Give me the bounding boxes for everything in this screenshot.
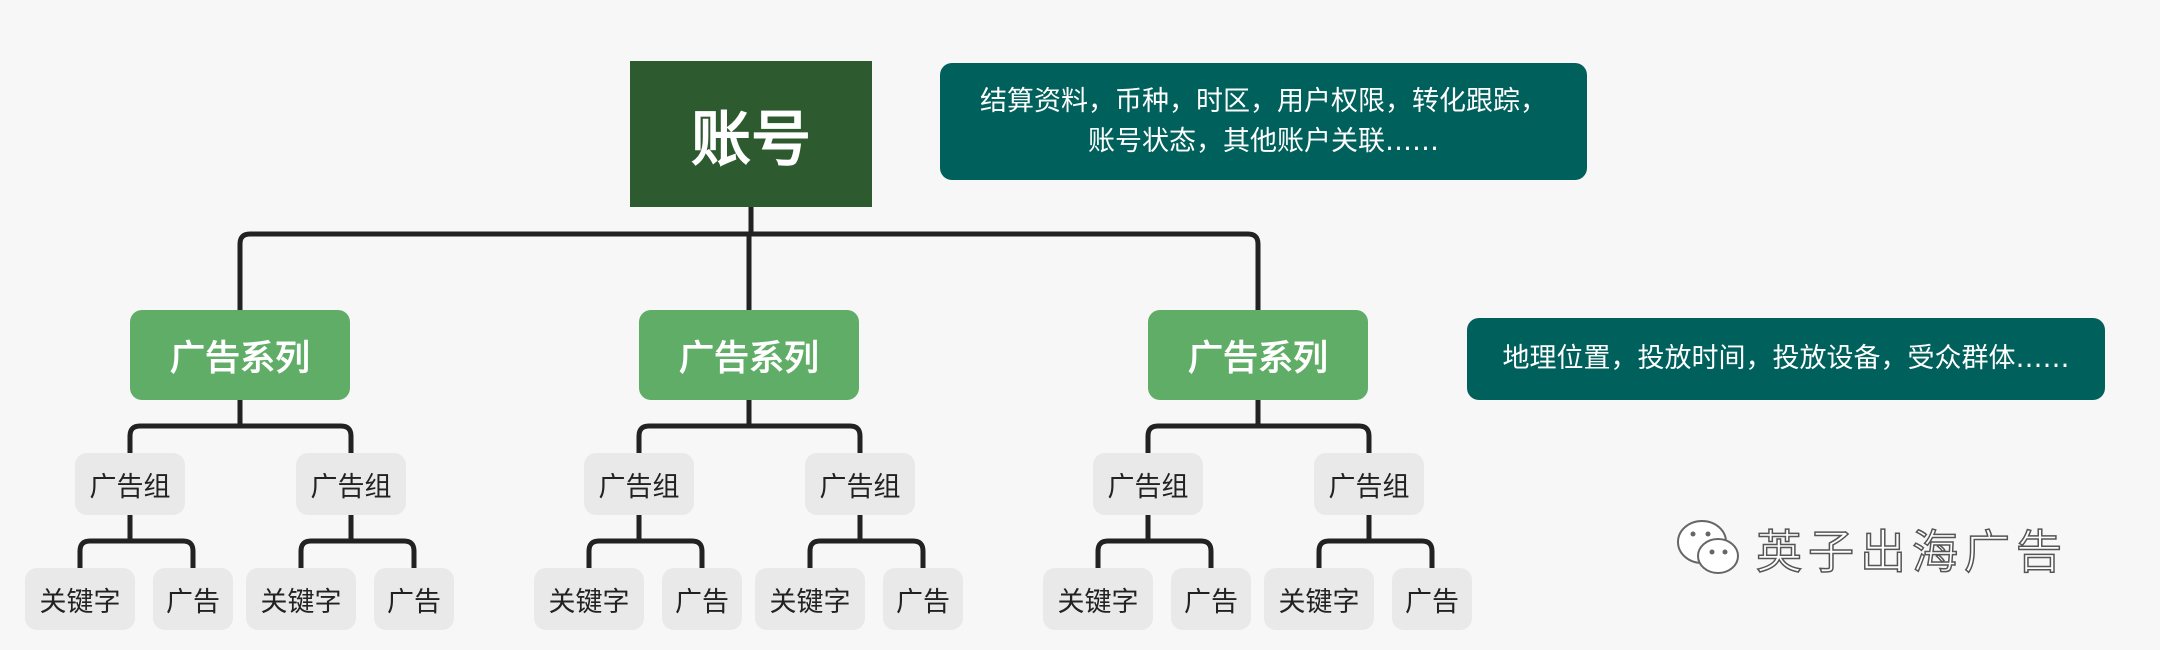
group-connector-branch	[77, 538, 196, 568]
keyword-node: 关键字	[534, 568, 644, 630]
group-connector-branch	[298, 538, 417, 568]
group-connector-branch	[807, 538, 926, 568]
ad-node: 广告	[662, 568, 742, 630]
ad-group-node: 广告组	[1314, 453, 1424, 515]
campaign-info-box: 地理位置，投放时间，投放设备，受众群体……	[1467, 318, 2105, 400]
group-connector-branch	[586, 538, 705, 568]
ad-group-node: 广告组	[1093, 453, 1203, 515]
account-node: 账号	[630, 61, 872, 207]
campaign-node: 广告系列	[639, 310, 859, 400]
campaign-connector-branch	[636, 423, 863, 453]
keyword-node: 关键字	[246, 568, 356, 630]
account-info-line: 账号状态，其他账户关联……	[1088, 125, 1439, 157]
keyword-node: 关键字	[755, 568, 865, 630]
campaign-node: 广告系列	[130, 310, 350, 400]
ad-node: 广告	[374, 568, 454, 630]
campaign-node: 广告系列	[1148, 310, 1368, 400]
keyword-node: 关键字	[25, 568, 135, 630]
ad-group-node: 广告组	[805, 453, 915, 515]
ad-group-node: 广告组	[75, 453, 185, 515]
watermark-text: 英子出海广告	[1755, 524, 2068, 580]
account-info-box: 结算资料，币种，时区，用户权限，转化跟踪， 账号状态，其他账户关联……	[940, 63, 1587, 180]
group-connector-branch	[1316, 538, 1435, 568]
ad-node: 广告	[883, 568, 963, 630]
account-info-line: 结算资料，币种，时区，用户权限，转化跟踪，	[980, 85, 1547, 117]
ad-node: 广告	[153, 568, 233, 630]
keyword-node: 关键字	[1043, 568, 1153, 630]
ad-group-node: 广告组	[296, 453, 406, 515]
ad-node: 广告	[1392, 568, 1472, 630]
ad-group-node: 广告组	[584, 453, 694, 515]
ad-node: 广告	[1171, 568, 1251, 630]
keyword-node: 关键字	[1264, 568, 1374, 630]
wechat-icon	[1677, 520, 1739, 574]
watermark: 英子出海广告	[1674, 516, 2068, 582]
campaign-connector-branch	[127, 423, 354, 453]
group-connector-branch	[1095, 538, 1214, 568]
campaign-connector-branch	[1145, 423, 1372, 453]
